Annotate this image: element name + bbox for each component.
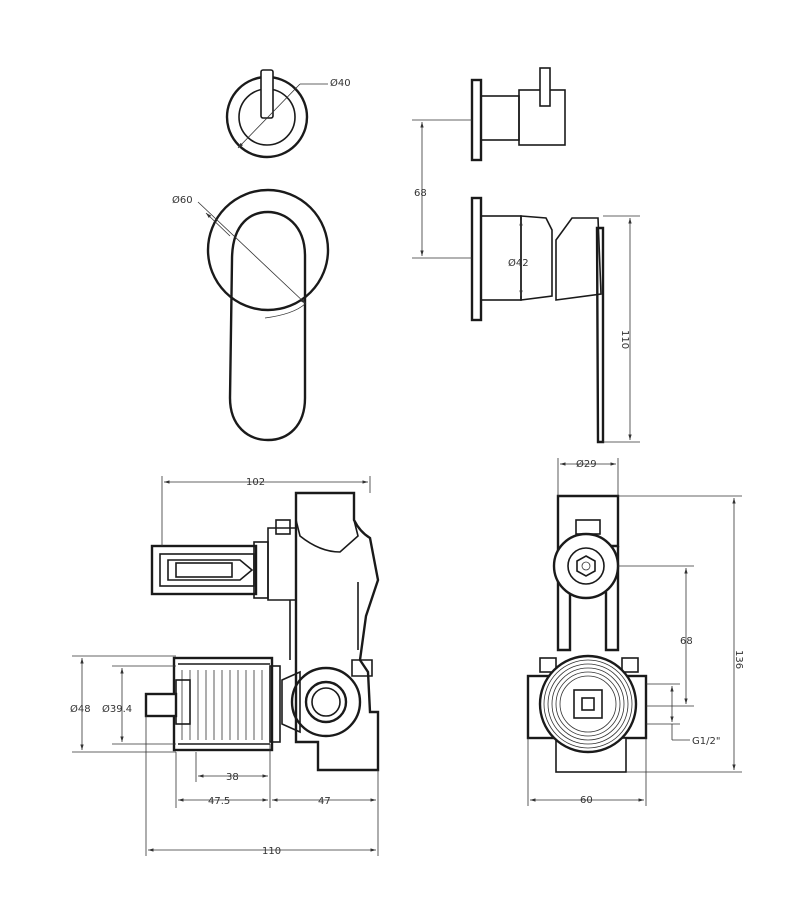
body-dim-lines (72, 476, 379, 856)
dim-body-cart-outer: Ø48 (70, 703, 91, 715)
dim-body-depth-38: 38 (226, 772, 239, 783)
dim-rear-offset: 68 (680, 636, 693, 647)
dim-front-handle-dia: Ø40 (330, 77, 351, 89)
front-view: Ø40 Ø60 (172, 69, 351, 442)
dim-body-cart-inner: Ø39.4 (102, 703, 132, 715)
dim-rear-thread: G1/2" (692, 736, 720, 747)
dim-rear-width: 60 (580, 795, 593, 806)
dim-front-plate-dia: Ø60 (172, 194, 193, 206)
handle-side (470, 67, 566, 162)
dim-side-lever-length: 110 (619, 330, 630, 349)
dim-body-total-width: 110 (262, 846, 281, 857)
dim-rear-height: 136 (733, 650, 744, 669)
dim-body-depth-47-5: 47.5 (208, 796, 230, 807)
lever-side (470, 196, 605, 444)
dim-side-offset: 68 (414, 188, 427, 199)
valve-body-side (144, 491, 380, 772)
rear-dim-lines (527, 458, 742, 806)
dim-rear-top-dia: Ø29 (576, 458, 597, 470)
dim-side-shroud-dia: Ø42 (508, 257, 529, 269)
side-dim-lines (412, 119, 640, 443)
valve-body-rear (526, 494, 648, 773)
handle-front (225, 69, 309, 159)
plate-front (206, 188, 330, 442)
side-view: 68 Ø42 110 (412, 67, 640, 444)
dim-body-depth-47: 47 (318, 796, 331, 807)
front-dim-lines (197, 83, 328, 305)
dim-body-top-width: 102 (246, 477, 265, 488)
